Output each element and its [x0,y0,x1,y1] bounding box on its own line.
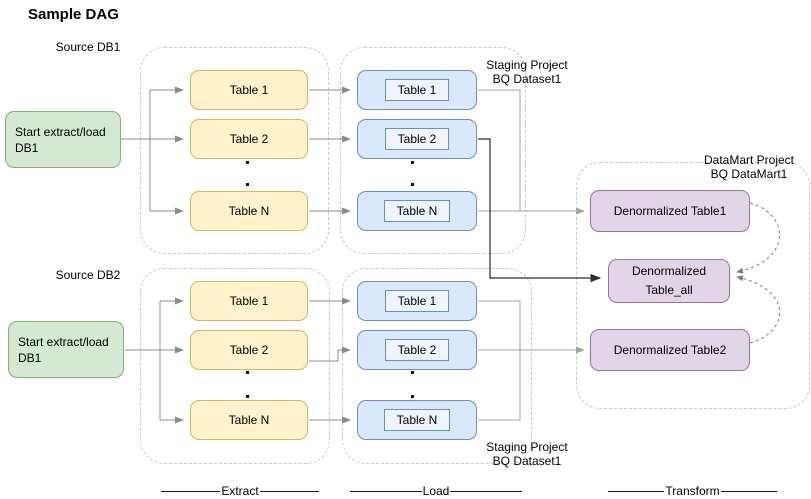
extract1-table-2: Table 2 [190,119,308,159]
start-extract-load-db1-node: Start extract/load DB1 [5,111,121,168]
extract2-table-1: Table 1 [190,281,308,321]
staging-project-label-1-line2: BQ Dataset1 [492,72,562,86]
extract1-table-n: Table N [190,191,308,231]
extract1-table-1: Table 1 [190,70,308,110]
load1-table-2: Table 2 [357,119,477,159]
connector-start2-branch [125,301,161,420]
phase-extract: Extract [161,484,319,498]
denormalized-table1-node: Denormalized Table1 [590,190,750,232]
extract-group-db1 [140,47,329,254]
denormalized-table-all-line1: Denormalized [631,264,707,278]
connector-denormalized-table2-to-table-all [736,275,780,344]
ellipsis-dot [411,371,414,374]
load2-table-1-frame: Table 1 [384,290,450,312]
staging-project-label-1-line1: Staging Project [486,58,568,72]
source-db2-label: Source DB2 [55,268,121,282]
phase-extract-label: Extract [221,484,259,498]
ellipsis-dot [411,183,414,186]
load1-table-n-frame: Table N [383,200,451,222]
denormalized-table-all-line2: Table_all [645,283,693,297]
ellipsis-dot [246,371,249,374]
denormalized-table-all-node: Denormalized Table_all [608,259,730,303]
phase-rule-left [608,490,665,492]
phase-transform: Transform [608,484,778,498]
load2-table-2: Table 2 [357,330,477,370]
load-group-db1 [340,47,526,254]
ellipsis-dot [246,161,249,164]
connector-load1-table1-merge [478,89,521,211]
load2-table-n: Table N [357,400,477,440]
phase-rule-right [450,490,523,492]
ellipsis-dot [411,161,414,164]
staging-project-label-2-line2: BQ Dataset1 [492,454,562,468]
datamart-project-label: DataMart Project BQ DataMart1 [690,153,808,181]
connector-extract2-to-load2-table2 [309,346,351,362]
load1-table-n: Table N [357,191,477,231]
load1-table-2-frame: Table 2 [384,128,450,150]
datamart-project-label-line1: DataMart Project [703,153,795,167]
ellipsis-dot [246,183,249,186]
datamart-project-label-line2: BQ DataMart1 [710,167,788,181]
staging-project-label-1: Staging Project BQ Dataset1 [472,58,582,86]
phase-load: Load [350,484,523,498]
phase-rule-right [720,490,778,492]
phase-rule-right [259,490,319,492]
ellipsis-dot [411,395,414,398]
denormalized-table2-node: Denormalized Table2 [590,329,750,371]
load1-table-1: Table 1 [357,70,477,110]
load-group-db2 [342,268,532,464]
phase-rule-left [350,490,422,492]
connector-load2-table1-merge [478,300,521,350]
phase-load-label: Load [422,484,450,498]
phase-rule-left [161,490,221,492]
ellipsis-dot [246,395,249,398]
extract2-table-2: Table 2 [190,330,308,370]
staging-project-label-2-line1: Staging Project [486,440,568,454]
staging-project-label-2: Staging Project BQ Dataset1 [472,440,582,468]
connector-load2-tablen-merge [478,350,521,421]
extract-group-db2 [140,268,330,464]
extract2-table-n: Table N [190,400,308,440]
source-db1-label: Source DB1 [55,40,121,54]
connector-denormalized-table1-to-table-all [736,202,781,274]
diagram-title: Sample DAG [28,6,119,23]
load2-table-2-frame: Table 2 [384,339,450,361]
start-extract-load-db2-node: Start extract/load DB1 [8,321,124,378]
connector-load1-table2-to-table-all [478,138,602,283]
connector-start1-branch [121,90,151,211]
load2-table-1: Table 1 [357,281,477,321]
load1-table-1-frame: Table 1 [384,79,450,101]
datamart-group [576,162,810,409]
phase-transform-label: Transform [665,484,720,498]
load2-table-n-frame: Table N [383,409,451,431]
